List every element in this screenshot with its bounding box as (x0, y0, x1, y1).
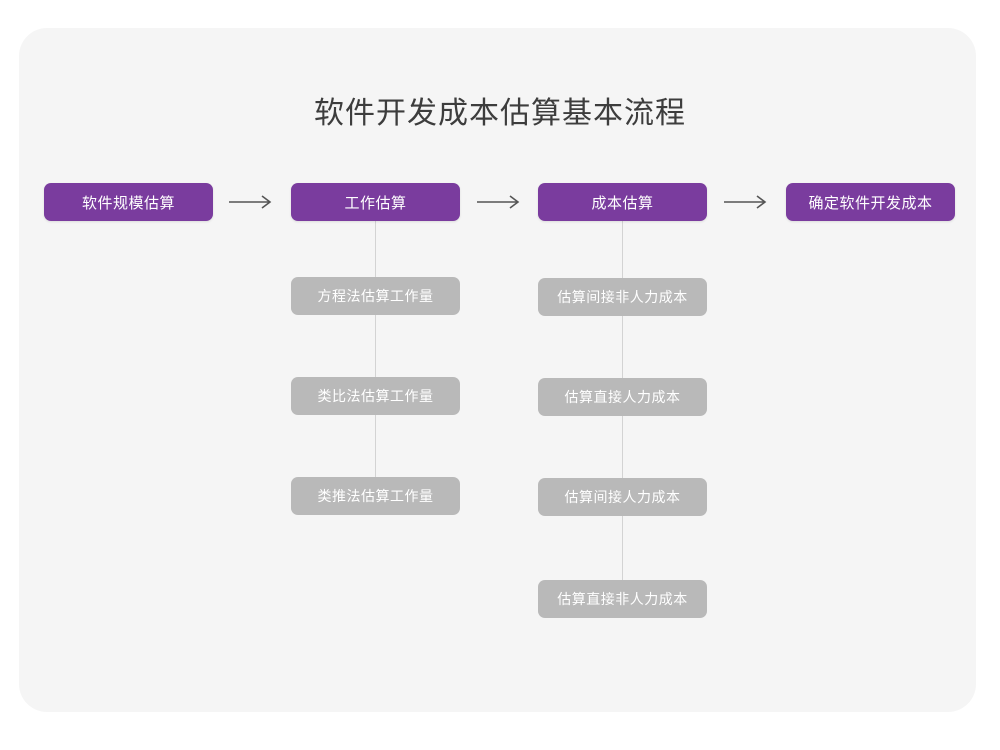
right-arrow-icon-3 (723, 193, 771, 211)
branch-node-1-3[interactable]: 类推法估算工作量 (291, 477, 460, 515)
flow-node-step-4[interactable]: 确定软件开发成本 (786, 183, 955, 221)
branch-node-2-3[interactable]: 估算间接人力成本 (538, 478, 707, 516)
branch-node-label: 类推法估算工作量 (317, 488, 434, 504)
flow-node-step-3[interactable]: 成本估算 (538, 183, 707, 221)
branch-node-2-2[interactable]: 估算直接人力成本 (538, 378, 707, 416)
branch-node-2-4[interactable]: 估算直接非人力成本 (538, 580, 707, 618)
branch-node-label: 估算直接非人力成本 (557, 591, 688, 607)
flow-node-label: 工作估算 (344, 194, 407, 212)
connector-line-branch-1 (375, 211, 376, 500)
branch-node-1-2[interactable]: 类比法估算工作量 (291, 377, 460, 415)
right-arrow-icon-2 (476, 193, 524, 211)
flow-node-label: 软件规模估算 (81, 194, 175, 212)
flow-node-step-2[interactable]: 工作估算 (291, 183, 460, 221)
branch-node-label: 估算间接非人力成本 (557, 289, 688, 305)
branch-node-1-1[interactable]: 方程法估算工作量 (291, 277, 460, 315)
flow-node-step-1[interactable]: 软件规模估算 (44, 183, 213, 221)
branch-node-label: 方程法估算工作量 (317, 288, 434, 304)
branch-node-label: 估算间接人力成本 (564, 489, 681, 505)
flow-node-label: 成本估算 (591, 194, 654, 212)
branch-node-label: 类比法估算工作量 (317, 388, 434, 404)
page-title: 软件开发成本估算基本流程 (314, 97, 686, 130)
flow-node-label: 确定软件开发成本 (808, 194, 933, 212)
right-arrow-icon-1 (228, 193, 276, 211)
diagram-card (19, 28, 976, 712)
branch-node-label: 估算直接人力成本 (564, 389, 681, 405)
branch-node-2-1[interactable]: 估算间接非人力成本 (538, 278, 707, 316)
